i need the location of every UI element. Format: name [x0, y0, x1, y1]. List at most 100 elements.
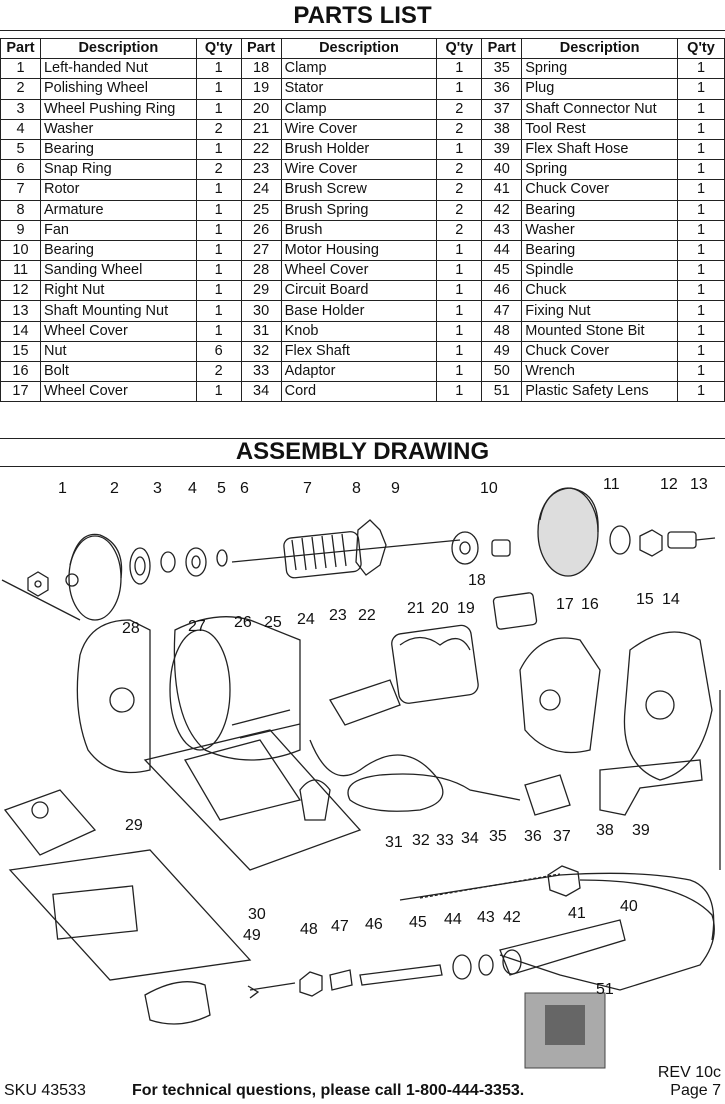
part-description: Chuck Cover — [521, 179, 678, 201]
part-number: 8 — [0, 199, 41, 221]
washer-43 — [478, 954, 494, 976]
part-description: Knob — [280, 320, 438, 342]
callout-33: 33 — [436, 832, 454, 849]
callout-5: 5 — [217, 480, 226, 497]
parts-table: Part Description Q'ty Part Description Q… — [0, 37, 725, 403]
part-quantity: 1 — [676, 300, 725, 322]
callout-39: 39 — [632, 822, 650, 839]
callout-16: 16 — [581, 596, 599, 613]
parts-table-header: Part Description Q'ty Part Description Q… — [0, 37, 725, 60]
polishing-wheel — [68, 535, 122, 621]
part-description: Armature — [39, 199, 197, 221]
part-quantity: 1 — [436, 280, 483, 302]
section-rule-top — [0, 438, 725, 439]
part-quantity: 1 — [436, 58, 483, 80]
part-quantity: 1 — [676, 98, 725, 120]
part-quantity: 2 — [195, 360, 242, 383]
callout-26: 26 — [234, 614, 252, 631]
callout-30: 30 — [248, 906, 266, 923]
part-quantity: 1 — [195, 199, 242, 221]
part-number: 18 — [240, 58, 282, 80]
callout-36: 36 — [524, 828, 542, 845]
snap-ring — [216, 549, 228, 567]
part-quantity: 1 — [676, 179, 725, 201]
col-qty-3: Q'ty — [676, 37, 725, 60]
part-quantity: 1 — [195, 300, 242, 322]
part-description: Bearing — [39, 138, 197, 161]
callout-40: 40 — [620, 898, 638, 915]
part-number: 10 — [0, 239, 41, 262]
callout-32: 32 — [412, 832, 430, 849]
col-part-1: Part — [0, 37, 41, 60]
armature — [283, 531, 362, 579]
callout-23: 23 — [329, 607, 347, 624]
part-description: Motor Housing — [280, 239, 438, 262]
callout-34: 34 — [461, 830, 479, 847]
part-quantity: 1 — [195, 239, 242, 262]
flex-shaft — [399, 872, 715, 941]
part-description: Mounted Stone Bit — [521, 320, 678, 342]
callout-49: 49 — [243, 927, 261, 944]
part-quantity: 1 — [195, 58, 242, 80]
clamp — [492, 592, 538, 630]
part-number: 50 — [481, 360, 523, 383]
callout-2: 2 — [110, 480, 119, 497]
part-description: Right Nut — [39, 280, 197, 302]
footer-sku: SKU 43533 — [4, 1082, 86, 1099]
part-number: 15 — [0, 340, 41, 363]
part-quantity: 1 — [676, 260, 725, 282]
callout-25: 25 — [264, 614, 282, 631]
base-plate — [8, 849, 252, 981]
callout-1: 1 — [58, 480, 67, 497]
handpiece — [499, 919, 626, 976]
mounted-stone-bit — [247, 982, 296, 999]
part-number: 7 — [0, 179, 41, 201]
part-quantity: 1 — [676, 199, 725, 221]
col-part-3: Part — [481, 37, 523, 60]
part-description: Wrench — [521, 360, 678, 383]
part-number: 23 — [240, 159, 282, 181]
wheel-pushing-ring — [129, 547, 151, 585]
callout-15: 15 — [636, 591, 654, 608]
part-quantity: 1 — [676, 159, 725, 181]
callout-38: 38 — [596, 822, 614, 839]
part-number: 4 — [0, 118, 41, 140]
footer-tech-line: For technical questions, please call 1-8… — [132, 1082, 525, 1099]
part-description: Base Holder — [280, 300, 438, 322]
part-number: 2 — [0, 78, 41, 100]
callout-46: 46 — [365, 916, 383, 933]
part-description: Washer — [39, 118, 197, 140]
parts-list-title: PARTS LIST — [293, 2, 432, 29]
footer-rev: REV 10c — [657, 1064, 721, 1081]
right-bearing — [451, 531, 479, 565]
part-number: 49 — [481, 340, 523, 363]
part-description: Clamp — [280, 58, 438, 80]
callout-4: 4 — [188, 480, 197, 497]
part-quantity: 1 — [195, 260, 242, 282]
part-quantity: 1 — [436, 381, 483, 403]
part-number: 35 — [481, 58, 523, 80]
spindle — [359, 964, 443, 986]
part-quantity: 1 — [676, 138, 725, 161]
callout-7: 7 — [303, 480, 312, 497]
callout-3: 3 — [153, 480, 162, 497]
callout-20: 20 — [431, 600, 449, 617]
brush-holder — [329, 679, 401, 726]
part-quantity: 1 — [195, 381, 242, 403]
part-description: Brush Holder — [280, 138, 438, 161]
section-rule-bottom — [0, 466, 725, 467]
part-description: Bearing — [521, 199, 678, 221]
part-description: Fixing Nut — [521, 300, 678, 322]
part-quantity: 1 — [436, 138, 483, 161]
part-quantity: 2 — [195, 159, 242, 181]
chuck-cover — [144, 981, 211, 1025]
part-description: Chuck — [521, 280, 678, 302]
part-number: 32 — [240, 340, 282, 363]
part-quantity: 1 — [676, 118, 725, 140]
part-quantity: 1 — [195, 98, 242, 120]
